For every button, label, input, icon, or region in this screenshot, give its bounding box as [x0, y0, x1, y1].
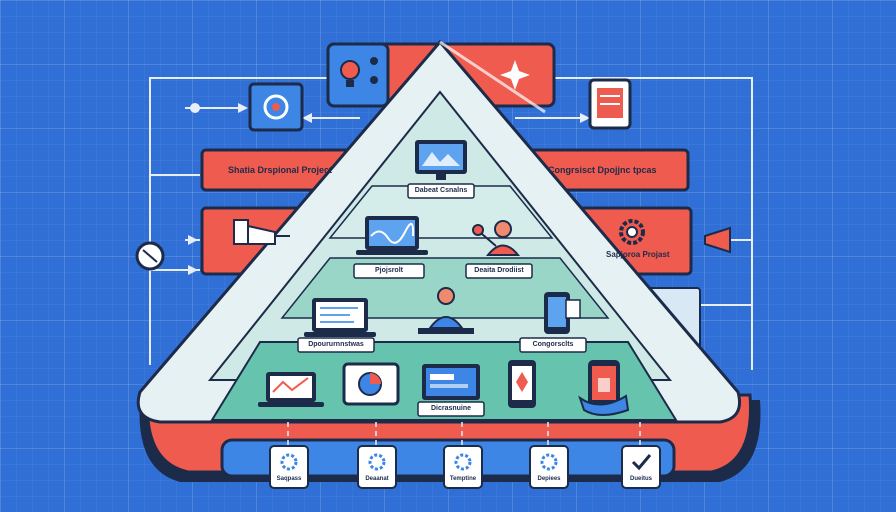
base-button-frames [269, 445, 661, 489]
tier2-right-label: Deaita Drodiist [474, 267, 524, 274]
banner-right-top-label: Congrsisct Dpojjnc tpcas [548, 165, 657, 175]
gear-icon [368, 453, 386, 471]
gear-icon [280, 453, 298, 471]
laptop-chart-icon [258, 372, 324, 407]
tier2-left-label: Pjojsrolt [374, 267, 403, 274]
banner-left-top-label: Shatia Drspional Project [228, 165, 333, 175]
stopwatch-icon [135, 241, 165, 271]
base-button-label: Depiees [537, 476, 561, 482]
sparkle-icon [500, 60, 530, 90]
tier3-left-label: Dpoururnnstwas [308, 341, 364, 348]
pie-chart-icon [342, 362, 400, 406]
document-icon [588, 78, 632, 130]
base-button-label: Temptine [449, 476, 477, 482]
banner-right-mid-label: Sapjoroa Projast [606, 250, 670, 259]
tier1-label: Dabeat Csnalns [414, 187, 468, 194]
tier4-label: Dicrasnuine [430, 405, 472, 412]
base-button-icons [280, 453, 652, 471]
dot-icon [370, 57, 378, 65]
monitor-icon [415, 140, 467, 180]
base-button-label: Saqpass [276, 476, 302, 482]
person-icon [472, 220, 521, 256]
gear-icon [540, 453, 558, 471]
base-button-label: Deaanat [365, 476, 389, 482]
laptop-icon [356, 216, 428, 255]
dot-icon [370, 76, 378, 84]
hand-phone-icon [578, 360, 630, 416]
plug-icon [233, 219, 290, 245]
connector-arrowheads [188, 103, 590, 275]
checkmark-icon [631, 454, 652, 471]
laptop-icon [304, 298, 376, 337]
gear-icon [454, 453, 472, 471]
base-button-label: Dueitus [629, 476, 652, 482]
connector-plug-icon [704, 226, 731, 254]
lightbulb-icon [340, 60, 360, 87]
tier3-right-label: Congorsclts [532, 341, 574, 348]
connector-node [190, 103, 200, 113]
dashed-connectors [287, 422, 641, 450]
settings-gear-icon [619, 219, 645, 245]
monitor-icon [422, 364, 480, 400]
gear-box-icon [248, 82, 304, 132]
label-pills [297, 183, 587, 417]
phone-icon [544, 292, 581, 334]
phone-icon [508, 360, 536, 408]
person-at-desk-icon [418, 287, 474, 334]
